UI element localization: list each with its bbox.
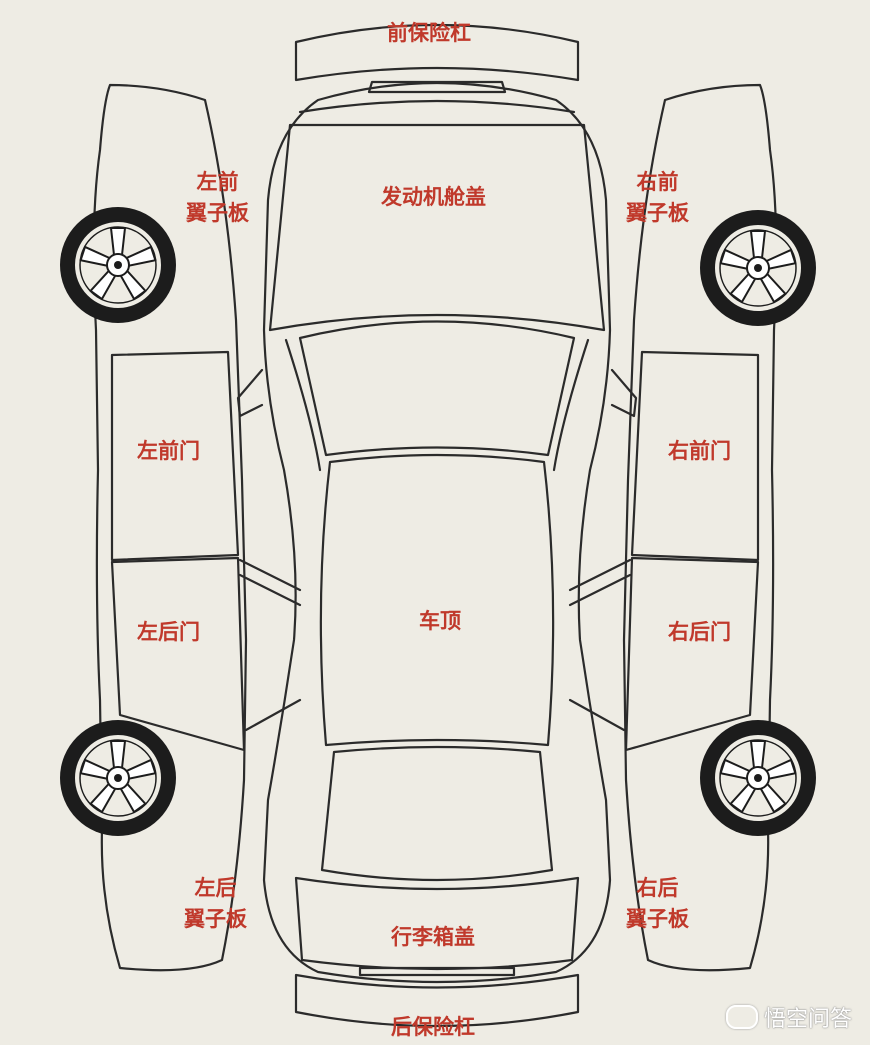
chat-bubble-icon	[725, 1005, 758, 1029]
left-rear-wheel	[59, 719, 177, 837]
left-front-door-label: 左前门	[137, 438, 200, 463]
left-rear-door-label: 左后门	[137, 619, 200, 644]
front-bumper-label: 前保险杠	[387, 20, 471, 45]
rear-window-shape	[320, 745, 554, 882]
roof-shape	[319, 453, 555, 747]
windshield-shape	[298, 320, 576, 457]
hood-shape	[268, 123, 606, 332]
rear-bumper-shape	[294, 973, 580, 1028]
right-rear-door-label: 右后门	[668, 619, 731, 644]
right-front-door-label: 右前门	[668, 438, 731, 463]
watermark: 悟空问答	[725, 1001, 852, 1033]
right-rear-wheel	[699, 719, 817, 837]
car-body-outline	[262, 81, 612, 984]
left-front-fender-label: 左前 翼子板	[186, 169, 249, 225]
rear-bumper-label: 后保险杠	[391, 1014, 475, 1039]
hood-label: 发动机舱盖	[381, 184, 486, 209]
right-front-fender-label: 右前 翼子板	[626, 169, 689, 225]
trunk-lid-label: 行李箱盖	[391, 924, 475, 949]
front-bumper-shape	[294, 23, 580, 82]
left-rear-fender-label: 左后 翼子板	[184, 875, 247, 931]
watermark-text: 悟空问答	[763, 1007, 852, 1032]
left-front-wheel	[59, 206, 177, 324]
right-rear-fender-label: 右后 翼子板	[626, 875, 689, 931]
right-front-wheel	[699, 209, 817, 327]
roof-label: 车顶	[419, 608, 461, 633]
